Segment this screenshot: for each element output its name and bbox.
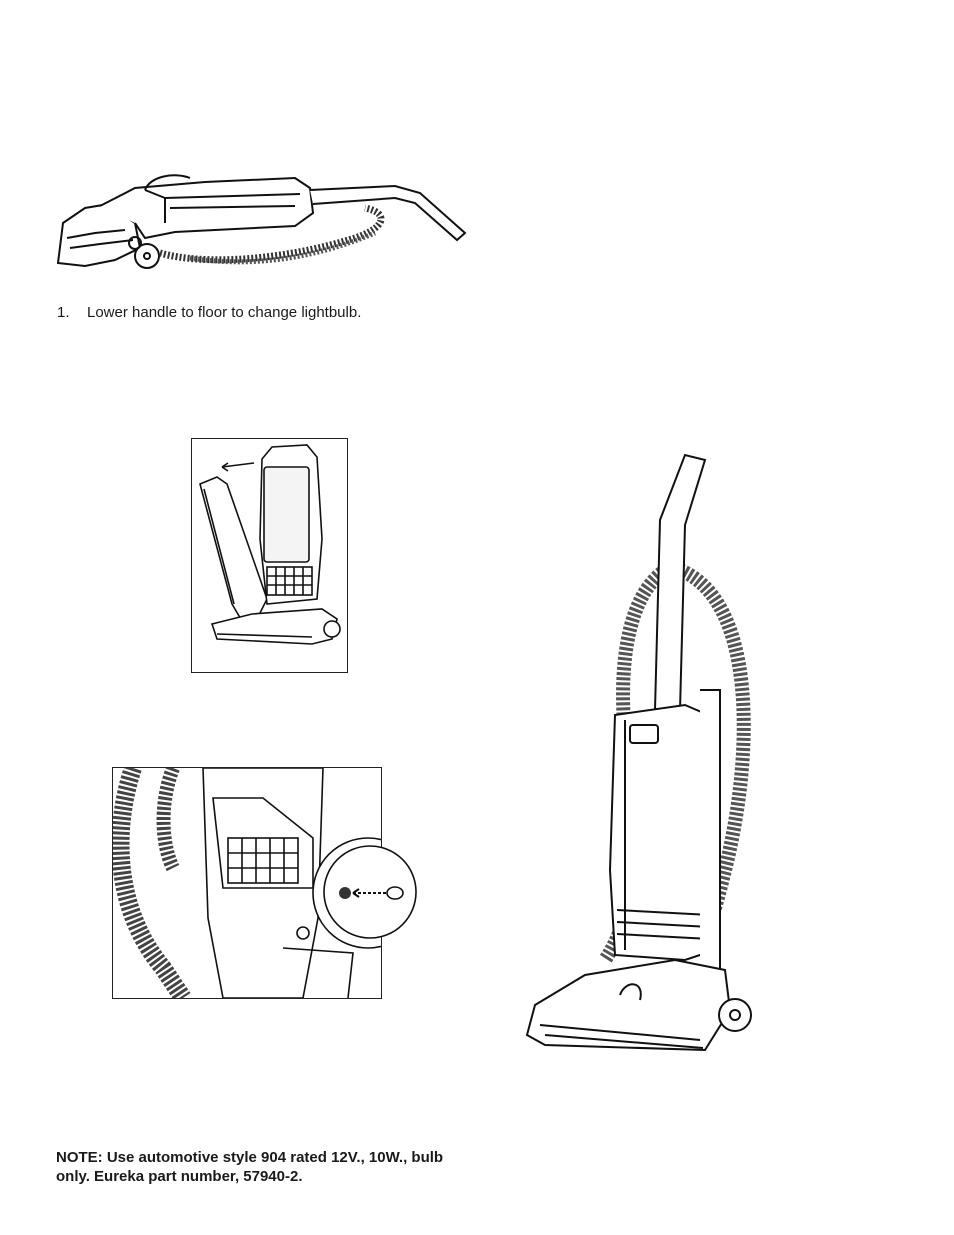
step-1: 1. Lower handle to floor to change lightb… bbox=[57, 304, 361, 322]
step-number: 1. bbox=[57, 304, 70, 321]
step-text: Lower handle to floor to change lightbul… bbox=[87, 304, 362, 321]
bulb-closeup-illustration bbox=[112, 767, 382, 999]
lowered-vacuum-illustration bbox=[55, 168, 470, 273]
upright-vacuum-illustration bbox=[525, 450, 760, 1085]
bulb-socket-detail bbox=[313, 845, 428, 940]
note: NOTE: Use automotive style 904 rated 12V… bbox=[56, 1149, 444, 1185]
hood-removed-illustration bbox=[191, 438, 348, 673]
